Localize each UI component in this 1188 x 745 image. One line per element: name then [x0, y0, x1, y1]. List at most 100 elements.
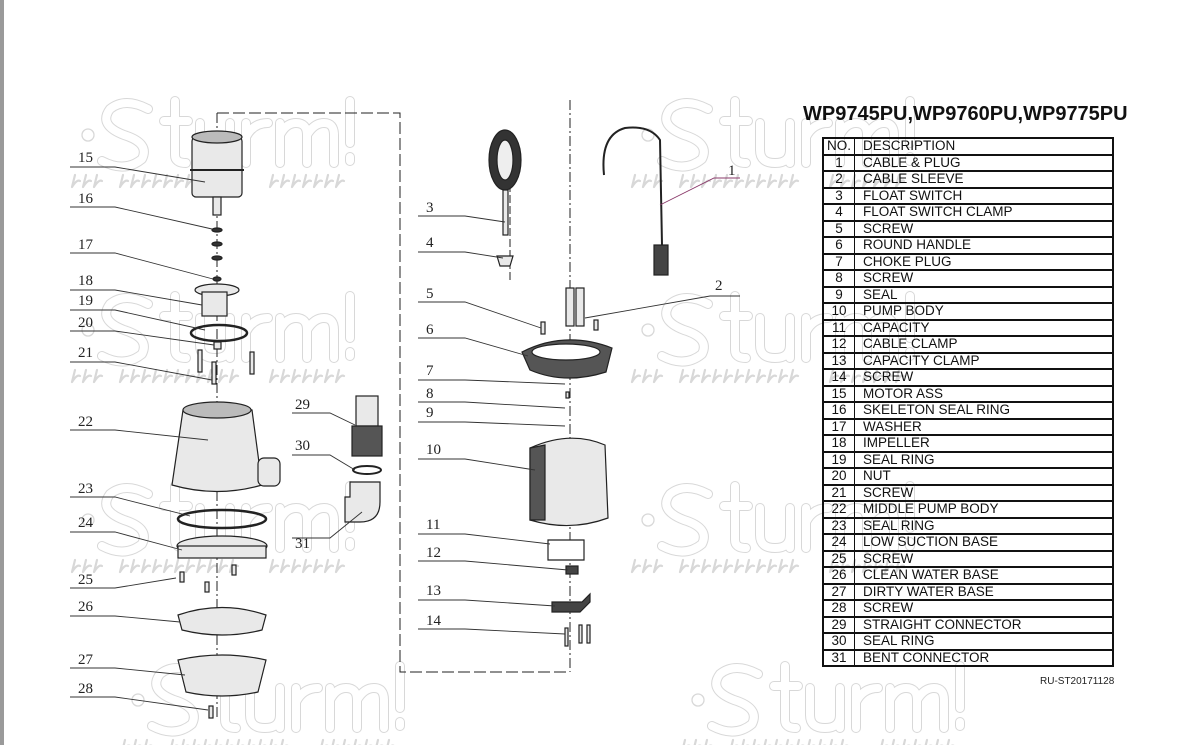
screws-14 — [564, 624, 591, 647]
leader-line — [418, 379, 566, 385]
part-description: WASHER — [854, 418, 1114, 436]
part-number: 4 — [822, 203, 855, 222]
seal-ring-19 — [189, 323, 249, 343]
leader-line — [70, 252, 214, 280]
part-number: 20 — [822, 467, 855, 486]
leader-lines — [70, 166, 740, 711]
leader-line — [418, 599, 556, 607]
part-number: 22 — [822, 500, 855, 519]
part-description: SEAL RING — [854, 451, 1114, 469]
leader-line — [70, 166, 206, 183]
leader-line — [70, 667, 186, 676]
part-number: 14 — [822, 368, 855, 387]
part-number: 7 — [822, 253, 855, 271]
leader-line — [70, 615, 181, 623]
part-number: 31 — [822, 649, 855, 667]
part-number: 26 — [822, 566, 855, 585]
part-number: 24 — [822, 533, 855, 552]
part-number: 16 — [822, 401, 855, 420]
watermark-dot — [81, 323, 95, 337]
leader-line — [418, 337, 529, 357]
leader-line — [70, 429, 209, 441]
part-number: 9 — [822, 286, 855, 304]
callout-5: 5 — [426, 286, 434, 302]
seal-rings — [211, 227, 223, 282]
leader-line — [70, 361, 213, 381]
part-number: 28 — [822, 599, 855, 618]
leader-line — [418, 533, 551, 545]
leader-line — [418, 628, 566, 635]
watermark-dot — [81, 513, 95, 527]
callout-25: 25 — [78, 572, 93, 588]
part-description: MOTOR ASS — [854, 385, 1114, 403]
callout-18: 18 — [78, 273, 93, 289]
callout-31: 31 — [295, 536, 310, 552]
part-description: SEAL RING — [854, 632, 1114, 651]
watermark-brand-mark — [707, 661, 965, 737]
part-description: SCREW — [854, 368, 1114, 387]
part-description: FLOAT SWITCH CLAMP — [854, 203, 1114, 222]
cable-sleeves — [565, 287, 599, 331]
part-number: 10 — [822, 302, 855, 321]
part-number: 6 — [822, 236, 855, 255]
callout-30: 30 — [295, 438, 310, 454]
leader-line — [70, 289, 203, 306]
screw-28 — [208, 705, 214, 719]
leader-line — [418, 421, 566, 427]
model-title: WP9745PU,WP9760PU,WP9775PU — [803, 103, 1128, 125]
impeller — [194, 283, 240, 317]
part-description: SKELETON SEAL RING — [854, 401, 1114, 420]
part-description: CLEAN WATER BASE — [854, 566, 1114, 585]
part-description: SCREW — [854, 484, 1114, 502]
motor-assembly — [190, 130, 244, 216]
part-description: FLOAT SWITCH — [854, 187, 1114, 205]
choke-plug — [565, 391, 570, 399]
callout-3: 3 — [426, 200, 434, 216]
seal-ring-30 — [352, 465, 382, 475]
part-number: 23 — [822, 517, 855, 535]
straight-connector — [351, 395, 383, 457]
part-description: SEAL — [854, 286, 1114, 304]
callout-8: 8 — [426, 386, 434, 402]
screws-21 — [197, 349, 255, 385]
callout-20: 20 — [78, 315, 93, 331]
part-description: BENT CONNECTOR — [854, 649, 1114, 667]
capacity-clamp — [551, 592, 591, 613]
callout-24: 24 — [78, 515, 94, 531]
callout-15: 15 — [78, 150, 93, 166]
clean-water-base — [177, 606, 267, 636]
page-edge — [0, 0, 4, 745]
leader-line — [70, 531, 183, 551]
part-number: 11 — [822, 319, 855, 337]
leader-line — [418, 301, 542, 329]
low-suction-base — [176, 535, 268, 559]
watermark-logo — [682, 661, 965, 745]
part-description: CABLE & PLUG — [854, 154, 1114, 172]
callout-6: 6 — [426, 322, 434, 338]
part-number: 21 — [822, 484, 855, 502]
part-description: ROUND HANDLE — [854, 236, 1114, 255]
callout-29: 29 — [295, 397, 310, 413]
watermark-dot — [641, 513, 655, 527]
part-description: SCREW — [854, 599, 1114, 618]
callout-21: 21 — [78, 345, 93, 361]
watermark-dot — [641, 128, 655, 142]
